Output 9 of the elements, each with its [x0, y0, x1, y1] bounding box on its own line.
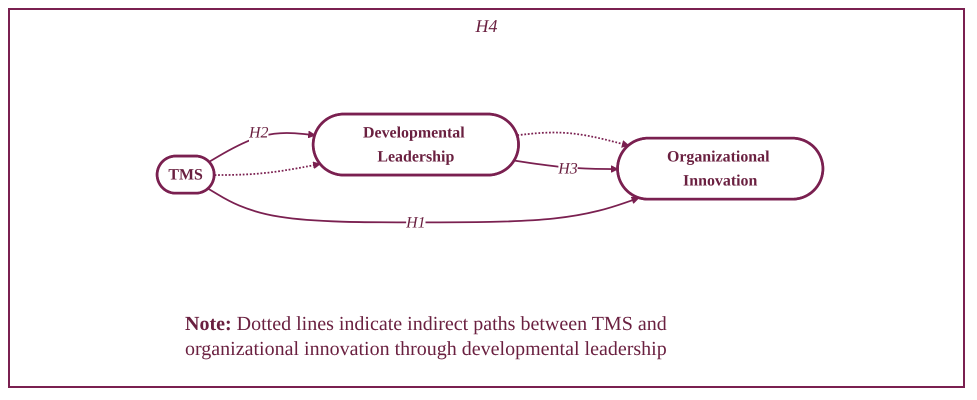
arrow — [214, 161, 321, 176]
edge-label: H3 — [558, 159, 578, 177]
arrow — [208, 188, 640, 224]
arrow — [208, 130, 316, 162]
hypothesis-label: H4 — [476, 16, 498, 36]
edge-label: H2 — [248, 123, 268, 141]
arrow — [514, 160, 618, 173]
edge-label: H1 — [406, 212, 426, 231]
caption: Note: Dotted lines indicate indirect paths between TMS and organizational innovation through developmental leadership — [185, 312, 668, 362]
